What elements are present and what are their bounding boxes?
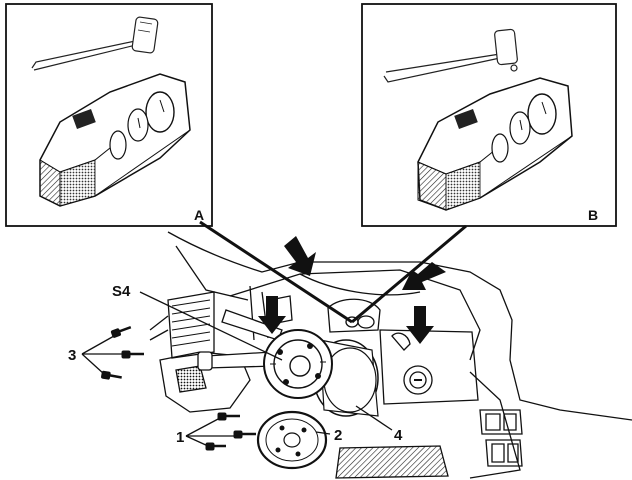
panel-a-label: A: [194, 207, 204, 223]
down-arrow-icon: [284, 236, 316, 276]
instrument-cluster-a: [39, 73, 191, 207]
screw-icon: [110, 325, 132, 338]
down-arrow-icon: [402, 262, 446, 290]
callout-1: 1: [176, 429, 184, 446]
callout-4: 4: [394, 427, 403, 444]
instrument-cluster-b: [417, 77, 573, 211]
steering-hub-ring-2: [256, 410, 328, 470]
callout-s4: S4: [112, 283, 131, 300]
screw-icon: [101, 370, 122, 380]
screw-icon: [233, 430, 256, 439]
down-arrow-icon: [406, 306, 434, 344]
steering-column: [263, 329, 379, 417]
panel-a-leader: [199, 220, 353, 324]
down-arrow-icon: [258, 296, 286, 334]
screw-icon: [205, 442, 226, 451]
hex-key-icon: [31, 16, 159, 71]
dashboard: [149, 231, 632, 479]
callout-2: 2: [334, 427, 342, 444]
ignition-lock: [403, 365, 433, 395]
callout-leaders: [81, 291, 393, 447]
panel-b: B: [361, 3, 617, 227]
screw-icon: [217, 412, 240, 421]
screw-icon: [121, 350, 144, 359]
hex-key-icon: [383, 28, 518, 83]
panel-b-label: B: [588, 207, 598, 223]
panel-b-leader: [351, 224, 467, 324]
callout-3: 3: [68, 347, 76, 364]
panel-a: A: [5, 3, 213, 227]
